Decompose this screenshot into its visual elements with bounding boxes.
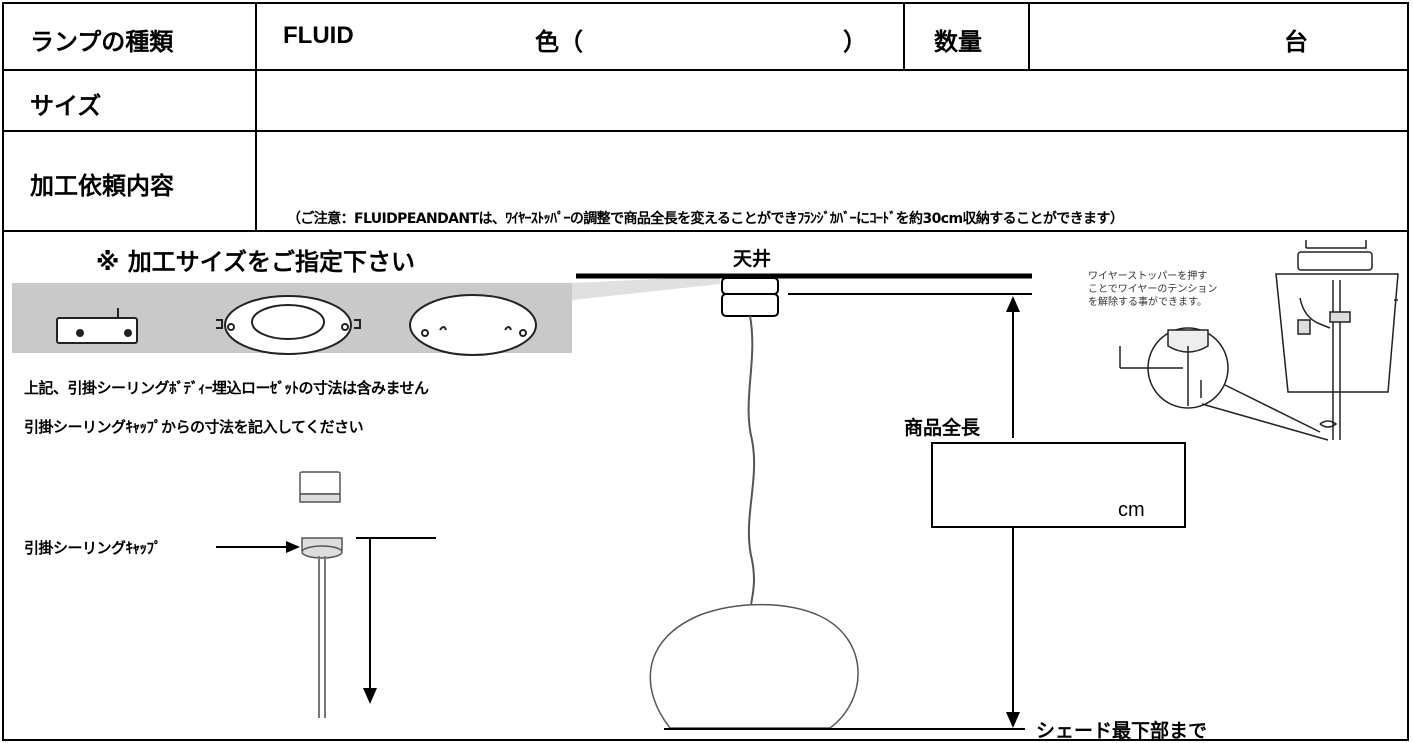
label-column-divider [255,2,257,231]
canopy-icon [721,277,779,317]
stopper-caption-line-3: を解除する事ができます。 [1088,297,1207,308]
rosette-icon [216,295,361,355]
wire-stopper-detail [1119,327,1329,441]
quantity-label-divider-left [903,2,905,70]
measure-arrow-up [1006,296,1020,312]
shade-bottom-label: シェード最下部まで [1036,720,1208,742]
stopper-caption-line-2: ことでワイヤーのテンション [1088,284,1218,295]
color-close-paren: ） [843,28,867,56]
row-divider-3 [2,230,1409,232]
ceiling-cap-mounted-icon [301,537,343,559]
ceiling-body-icon [56,308,138,344]
product-name: FLUID [283,22,354,49]
stopper-caption-line-1: ワイヤーストッパーを押す [1088,271,1208,282]
quantity-unit: 台 [1284,28,1308,56]
length-field[interactable] [945,460,1095,510]
measure-note: 引掛シーリングｷｬｯﾌﾟからの寸法を記入してください [24,418,364,436]
exclusion-note: 上記、引掛シーリングﾎﾞﾃﾞｨｰ埋込ローｾﾞｯﾄの寸法は含みません [24,379,429,397]
stopper-caption: ワイヤーストッパーを押す ことでワイヤーのテンション を解除する事ができます。 [1088,270,1217,309]
lamp-type-label: ランプの種類 [30,28,174,56]
total-length-label: 商品全長 [904,417,981,439]
pendant-shade-icon [649,603,859,729]
cap-label: 引掛シーリングｷｬｯﾌﾟ [24,539,162,557]
cap-measure-arrow [363,688,377,704]
color-label: 色（ [535,28,583,56]
quantity-label: 数量 [934,28,982,56]
row-divider-1 [2,69,1409,71]
request-label: 加工依頼内容 [30,172,174,200]
size-label: サイズ [30,92,102,120]
photo-projection [572,276,720,300]
ceiling-cap-icon [299,471,341,503]
stopper-note: （ご注意：FLUIDPEANDANTは、ﾜｲﾔｰｽﾄｯﾊﾟｰの調整で商品全長を変… [287,211,1124,227]
measure-arrow-down [1006,712,1020,728]
rosette-cover-icon [409,294,537,356]
length-unit: cm [1118,499,1145,521]
cap-pointer-arrow [286,541,300,553]
quantity-label-divider-right [1028,2,1030,70]
row-divider-2 [2,130,1409,132]
length-input-box [931,442,1186,528]
canopy-section-icon [1275,240,1399,440]
instruction-title: ※ 加工サイズをご指定下さい [96,248,415,276]
pendant-cord [747,315,756,611]
ceiling-label: 天井 [733,248,772,270]
